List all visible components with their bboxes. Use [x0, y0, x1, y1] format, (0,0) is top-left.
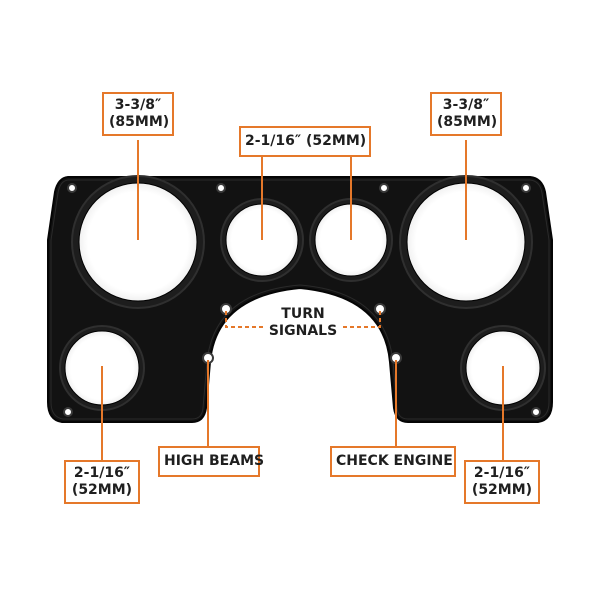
label-line: TURN [281, 306, 325, 322]
label-line: 2-1/16″ [73, 465, 131, 481]
mounting-hole [521, 183, 531, 193]
label-large-gauge-right: 3-3/8″ (85MM) [430, 92, 502, 136]
label-line: SIGNALS [268, 323, 338, 339]
mounting-hole [67, 183, 77, 193]
label-line: (85MM) [109, 114, 170, 130]
label-turn-signals: TURN SIGNALS [266, 306, 340, 340]
label-line: (85MM) [437, 114, 498, 130]
gauge-hole-large-right [399, 175, 533, 309]
label-line: 3-3/8″ [442, 97, 490, 113]
label-line: (52MM) [471, 482, 533, 498]
label-top-small-gauges: 2-1/16″ (52MM) [239, 126, 371, 157]
label-line: 3-3/8″ [114, 97, 162, 113]
label-line: 2-1/16″ (52MM) [245, 133, 367, 149]
label-line: 2-1/16″ [473, 465, 531, 481]
label-line: (52MM) [71, 482, 133, 498]
mounting-hole [531, 407, 541, 417]
label-small-gauge-right: 2-1/16″ (52MM) [464, 460, 540, 504]
gauge-hole-large-left [71, 175, 205, 309]
label-large-gauge-left: 3-3/8″ (85MM) [102, 92, 174, 136]
mounting-hole [216, 183, 226, 193]
label-line: HIGH BEAMS [164, 453, 265, 469]
label-small-gauge-left: 2-1/16″ (52MM) [64, 460, 140, 504]
mounting-holes [63, 183, 541, 417]
label-check-engine: CHECK ENGINE [330, 446, 456, 477]
mounting-hole [63, 407, 73, 417]
label-high-beams: HIGH BEAMS [158, 446, 265, 477]
label-line: CHECK ENGINE [336, 453, 453, 469]
leader-lines [101, 140, 504, 460]
mounting-hole [379, 183, 389, 193]
